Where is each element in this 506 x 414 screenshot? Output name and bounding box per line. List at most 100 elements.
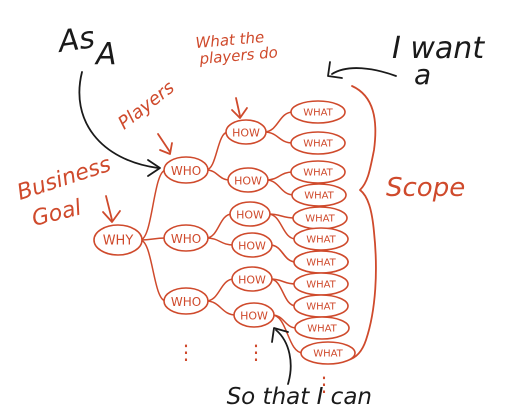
how-node-5: HOW xyxy=(231,266,273,292)
what-node-1-label: WHAT xyxy=(303,108,333,119)
what-node-6: WHAT xyxy=(293,227,349,251)
what-node-8: WHAT xyxy=(293,250,349,274)
what-node-6-label: WHAT xyxy=(306,235,336,246)
as-a-label-line2: A xyxy=(94,37,117,72)
what-node-2-outline xyxy=(290,131,346,155)
what-node-6-outline xyxy=(293,227,349,251)
players-arrowhead xyxy=(159,142,173,155)
players-label: Players xyxy=(114,77,178,134)
what-node-2: WHAT xyxy=(290,131,346,155)
what-node-12-outline xyxy=(300,341,356,365)
what-node-1-outline xyxy=(290,100,346,124)
ellipsis-2: ⋮ xyxy=(246,340,266,364)
who-node-1-label: WHO xyxy=(171,164,201,178)
what-node-10-label: WHAT xyxy=(306,302,336,313)
what-node-3-label: WHAT xyxy=(303,168,333,179)
scope-brace xyxy=(347,85,377,361)
what-node-3-outline xyxy=(290,160,346,184)
edge-how-what-8 xyxy=(269,244,297,263)
players-arrow xyxy=(157,133,171,153)
edge-who-how-2 xyxy=(205,169,231,181)
so-that-arrowhead xyxy=(271,327,289,343)
why-node-label: WHY xyxy=(103,234,134,249)
what-node-11-label: WHAT xyxy=(307,324,337,335)
ellipsis-1: ⋮ xyxy=(176,340,196,364)
who-node-2-label: WHO xyxy=(171,232,201,246)
how-node-5-label: HOW xyxy=(238,274,266,287)
what-node-4-outline xyxy=(291,183,347,207)
edge-why-who-2 xyxy=(139,237,167,241)
how-node-5-outline xyxy=(231,266,273,292)
what-node-12-label: WHAT xyxy=(313,349,343,360)
as-a-arrow xyxy=(78,71,159,169)
edge-why-who-3 xyxy=(139,239,167,302)
ellipsis-3: ⋮ xyxy=(314,372,334,396)
how-node-4-outline xyxy=(231,232,273,258)
why-node: WHY xyxy=(93,224,143,256)
how-node-1-label: HOW xyxy=(232,127,260,140)
edge-how-what-3 xyxy=(265,171,294,181)
edge-who-how-5 xyxy=(205,278,235,302)
what-node-10: WHAT xyxy=(293,294,349,318)
how-node-3-label: HOW xyxy=(236,209,264,222)
who-node-3: WHO xyxy=(163,287,209,315)
what-players-do-label-line1: What the xyxy=(195,28,265,52)
business-goal-label-line1: Business xyxy=(14,152,114,206)
what-node-3: WHAT xyxy=(290,160,346,184)
i-want-label-line1: I want xyxy=(392,31,485,66)
how-node-2: HOW xyxy=(227,167,269,193)
who-node-3-label: WHO xyxy=(171,295,201,309)
what-players-arrowhead xyxy=(231,107,248,119)
who-node-1-outline xyxy=(163,156,209,184)
edge-how-what-12 xyxy=(271,314,304,354)
edge-how-what-10 xyxy=(269,278,297,307)
so-that-label: So that I can xyxy=(227,384,372,410)
business-goal-label-line2: Goal xyxy=(29,195,84,231)
how-node-4-label: HOW xyxy=(238,240,266,253)
who-node-1: WHO xyxy=(163,156,209,184)
edge-why-who-1 xyxy=(139,169,167,241)
edge-how-what-1 xyxy=(263,111,294,133)
what-node-5-label: WHAT xyxy=(305,214,335,225)
scope-label: Scope xyxy=(386,173,465,203)
business-goal-arrowhead xyxy=(102,210,121,223)
edge-who-how-6 xyxy=(205,300,237,316)
what-node-5: WHAT xyxy=(292,206,348,230)
so-that-arrow xyxy=(275,329,292,385)
how-node-4: HOW xyxy=(231,232,273,258)
how-node-3: HOW xyxy=(229,201,271,227)
what-node-11-outline xyxy=(294,316,350,340)
what-node-4-label: WHAT xyxy=(304,191,334,202)
edge-how-what-2 xyxy=(263,131,294,144)
what-node-11: WHAT xyxy=(294,316,350,340)
what-node-4: WHAT xyxy=(291,183,347,207)
as-a-arrowhead xyxy=(147,159,161,177)
how-node-6: HOW xyxy=(233,302,275,328)
what-node-8-label: WHAT xyxy=(306,258,336,269)
edge-who-how-1 xyxy=(205,131,229,171)
who-node-2-outline xyxy=(163,224,209,252)
why-node-outline xyxy=(93,224,143,256)
how-node-6-outline xyxy=(233,302,275,328)
i-want-label-line2: a xyxy=(414,58,431,91)
how-node-6-label: HOW xyxy=(240,310,268,323)
how-node-2-label: HOW xyxy=(234,175,262,188)
i-want-arrowhead xyxy=(327,61,343,79)
edge-how-what-6 xyxy=(267,213,297,240)
what-node-9: WHAT xyxy=(293,272,349,296)
how-node-3-outline xyxy=(229,201,271,227)
edge-who-how-3 xyxy=(205,213,233,239)
as-a-label-line1: As xyxy=(54,20,97,60)
what-node-12: WHAT xyxy=(300,341,356,365)
edge-who-how-4 xyxy=(205,237,235,246)
who-node-3-outline xyxy=(163,287,209,315)
how-node-1: HOW xyxy=(225,119,267,145)
how-node-1-outline xyxy=(225,119,267,145)
what-players-arrow xyxy=(235,97,241,117)
what-node-1: WHAT xyxy=(290,100,346,124)
what-node-2-label: WHAT xyxy=(303,139,333,150)
edge-how-what-4 xyxy=(265,179,295,196)
business-goal-arrow xyxy=(105,195,113,221)
